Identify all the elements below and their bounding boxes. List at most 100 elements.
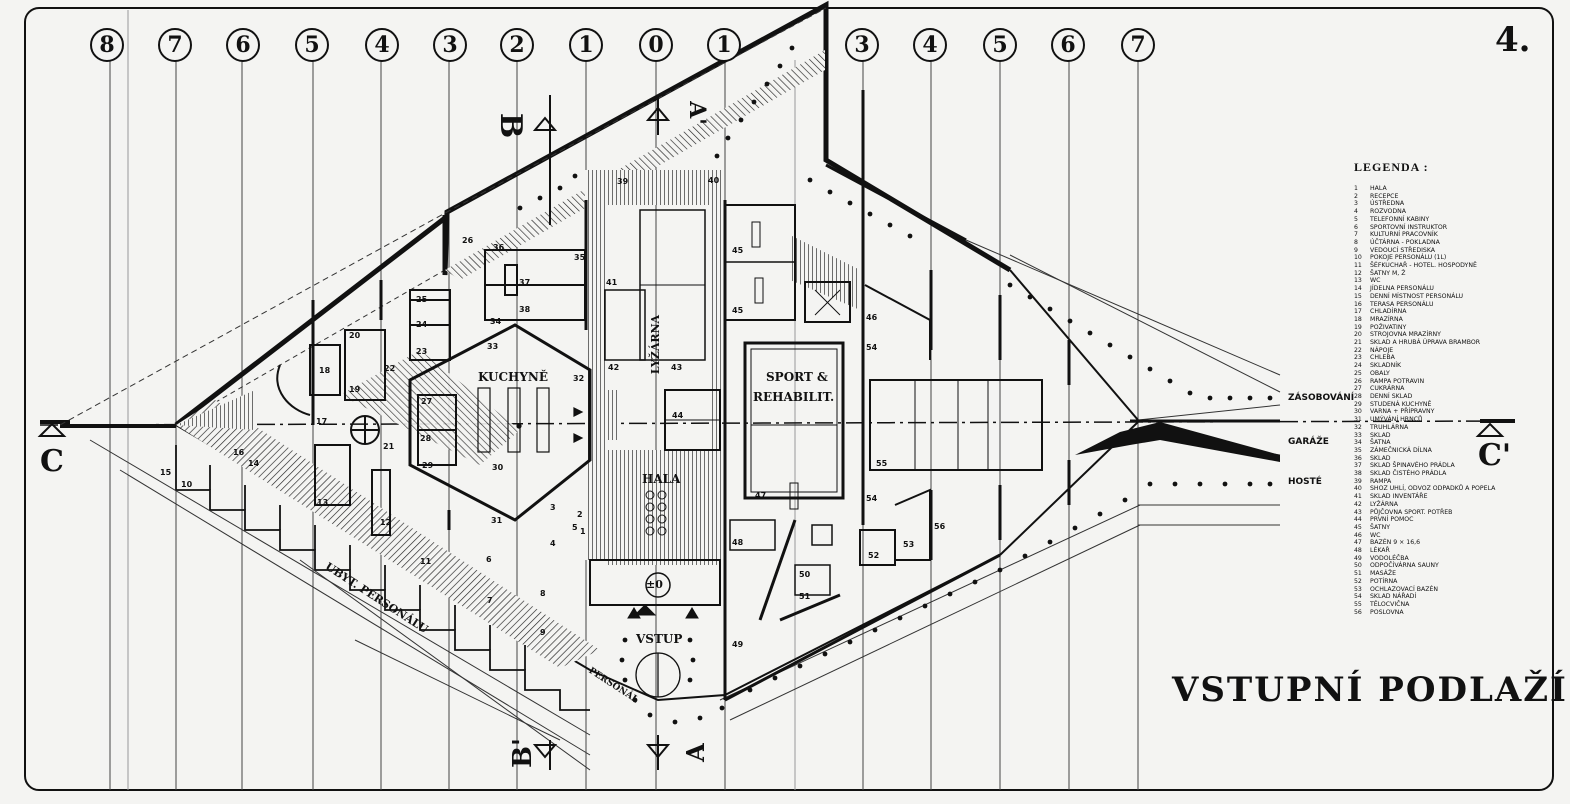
legend-item-number: 42 bbox=[1354, 500, 1362, 508]
legend-item-text: HALA bbox=[1370, 185, 1387, 192]
legend-item-text: VODOLÉČBA bbox=[1370, 554, 1409, 562]
room-number-7: 7 bbox=[487, 596, 493, 605]
cut-label-b-bottom: B' bbox=[507, 738, 538, 768]
legend-item-number: 19 bbox=[1354, 323, 1362, 331]
legend-item-text: CHLEBA bbox=[1370, 354, 1395, 362]
legend-item-text: KULTURNÍ PRACOVNÍK bbox=[1370, 231, 1438, 239]
legend-item-text: RECEPCE bbox=[1370, 192, 1399, 200]
legend-item-text: PŮJČOVNA SPORT. POTŘEB bbox=[1370, 508, 1453, 516]
legend-item-text: LÉKAŘ bbox=[1370, 547, 1390, 555]
room-number-34: 34 bbox=[490, 317, 502, 326]
axis-grid-lines bbox=[109, 10, 1139, 790]
room-number-32: 32 bbox=[573, 374, 585, 383]
legend-item-number: 38 bbox=[1354, 470, 1362, 478]
legend-item-number: 25 bbox=[1354, 369, 1362, 377]
room-number-33: 33 bbox=[487, 342, 499, 351]
entrance-area bbox=[589, 559, 721, 698]
legend-item-text: SKLAD bbox=[1370, 431, 1391, 439]
legend-item-number: 12 bbox=[1354, 269, 1362, 277]
legend-item-text: VARNA + PŘÍPRAVNY bbox=[1370, 408, 1435, 416]
legend-item-text: ROZVODNA bbox=[1370, 208, 1407, 216]
legend-item-text: LYŽÁRNA bbox=[1370, 500, 1399, 508]
room-number-8: 8 bbox=[540, 589, 546, 598]
room-number-16: 16 bbox=[233, 448, 245, 457]
room-label-rehab: REHABILIT. bbox=[753, 390, 835, 404]
legend-item-number: 36 bbox=[1354, 454, 1362, 462]
room-number-14: 14 bbox=[248, 459, 260, 468]
axis-label-2-left: 2 bbox=[500, 28, 534, 62]
room-number-21: 21 bbox=[383, 442, 395, 451]
legend-item-number: 54 bbox=[1354, 593, 1362, 601]
legend-item-text: CHLADÍRNA bbox=[1370, 308, 1407, 316]
axis-label-5-left: 5 bbox=[295, 28, 329, 62]
room-number-20: 20 bbox=[349, 331, 361, 340]
floor-title: VSTUPNÍ PODLAŽÍ bbox=[1172, 670, 1568, 710]
section-cuts-ab bbox=[532, 95, 671, 770]
legend-item-text: DENNÍ MÍSTNOST PERSONÁLU bbox=[1370, 292, 1464, 300]
legend-item-number: 35 bbox=[1354, 446, 1362, 454]
legend-item-text: SKLAD ČISTÉHO PRÁDLA bbox=[1370, 470, 1447, 478]
hall-chairs bbox=[645, 490, 667, 536]
legend-item-text: OCHLAZOVACÍ BAZÉN bbox=[1370, 585, 1438, 593]
axis-label-5-right: 5 bbox=[983, 28, 1017, 62]
legend-item-number: 15 bbox=[1354, 292, 1362, 300]
legend-item-text: SKLAD NÁŘADÍ bbox=[1370, 593, 1417, 601]
legend-item-text: ZÁMEČNICKÁ DÍLNA bbox=[1370, 446, 1432, 454]
room-label-sport: SPORT & bbox=[766, 370, 828, 384]
legend-item-text: PRVNÍ POMOC bbox=[1370, 516, 1414, 524]
legend-item-number: 17 bbox=[1354, 308, 1362, 316]
interior-walls bbox=[311, 90, 1071, 702]
legend-item-number: 23 bbox=[1354, 354, 1362, 362]
room-number-17: 17 bbox=[316, 417, 328, 426]
axis-label-3-left: 3 bbox=[433, 28, 467, 62]
legend-item-number: 53 bbox=[1354, 585, 1362, 593]
room-number-45-top: 45 bbox=[732, 246, 744, 255]
legend-item-number: 51 bbox=[1354, 570, 1362, 578]
legend-item-number: 52 bbox=[1354, 577, 1362, 585]
legend-item-text: ODPOČÍVÁRNA SAUNY bbox=[1370, 562, 1439, 570]
legend-item-number: 50 bbox=[1354, 562, 1362, 570]
room-number-19: 19 bbox=[349, 385, 361, 394]
room-number-6: 6 bbox=[486, 555, 492, 564]
room-number-42: 42 bbox=[608, 363, 620, 372]
legend-item-number: 3 bbox=[1354, 200, 1358, 208]
legend-item: 53 OCHLAZOVACÍ BAZÉN bbox=[1354, 586, 1564, 594]
legend-item-text: POTÍRNA bbox=[1370, 577, 1398, 585]
room-number-29: 29 bbox=[422, 461, 434, 470]
legend-item: 15 DENNÍ MÍSTNOST PERSONÁLU bbox=[1354, 293, 1564, 301]
legend-item-text: WC bbox=[1370, 277, 1381, 285]
legend-item-number: 31 bbox=[1354, 416, 1362, 424]
legend-item-number: 56 bbox=[1354, 608, 1362, 616]
room-number-31: 31 bbox=[491, 516, 503, 525]
room-number-26: 26 bbox=[462, 236, 474, 245]
route-label-garage: GARÁŽE bbox=[1288, 437, 1329, 447]
legend-item-number: 16 bbox=[1354, 300, 1362, 308]
hatched-corridors bbox=[176, 50, 860, 668]
legend-item-text: POKOJE PERSONÁLU (1L) bbox=[1370, 254, 1447, 262]
room-label-entrance: VSTUP bbox=[636, 632, 683, 646]
legend-item-number: 24 bbox=[1354, 362, 1362, 370]
legend-item-text: RAMPA POTRAVIN bbox=[1370, 377, 1425, 385]
cut-marker-c-prime bbox=[1475, 422, 1505, 437]
